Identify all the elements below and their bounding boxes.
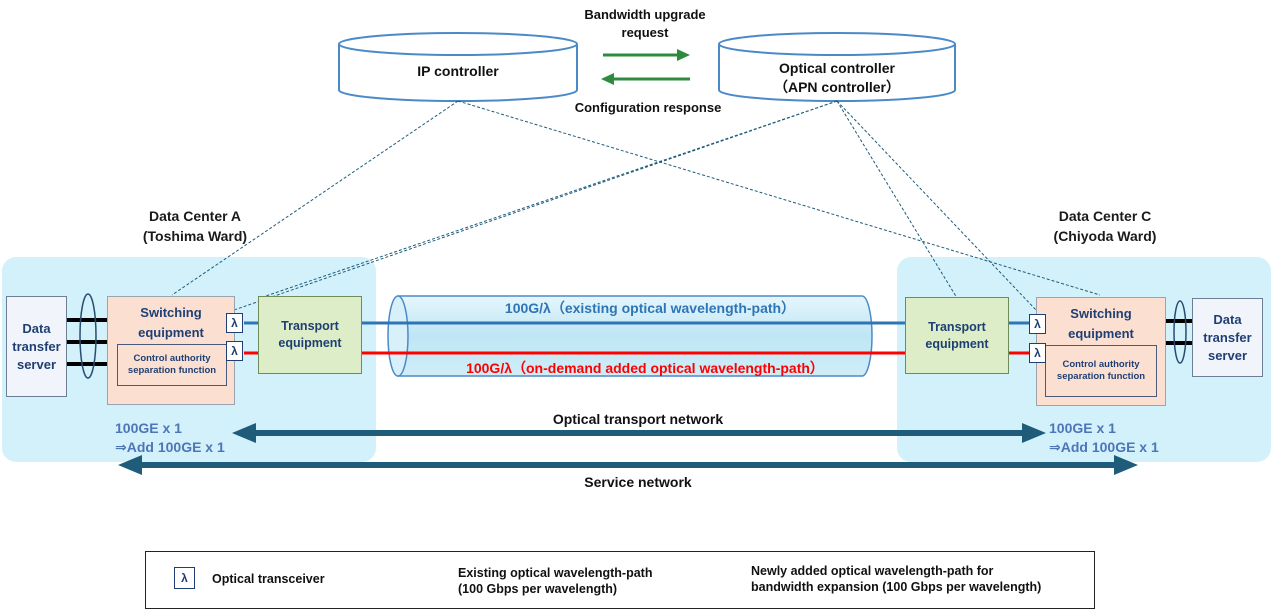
transport-a-line1: Transport: [281, 319, 339, 333]
data-transfer-server-a: Data transfer server: [6, 296, 67, 397]
optical-transceiver-c2: λ: [1029, 343, 1046, 363]
optical-controller-label: Optical controller （APN controller）: [719, 59, 955, 97]
optical-controller-subname: （APN controller）: [773, 79, 900, 95]
service-network-label: Service network: [584, 474, 692, 490]
legend: λ Optical transceiver Existing optical w…: [145, 551, 1095, 609]
switching-equipment-c-label: Switching equipment: [1037, 304, 1165, 344]
server-links-a: [66, 318, 108, 366]
optical-transport-network-label: Optical transport network: [552, 411, 724, 427]
legend-transceiver-icon: λ: [174, 567, 195, 589]
switching-equipment-c: Switching equipment Control authority se…: [1036, 297, 1166, 406]
request-arrow: [603, 49, 690, 61]
data-transfer-server-c: Data transfer server: [1192, 298, 1263, 377]
service-network-arrow: [118, 455, 1138, 475]
optical-transceiver-a2: λ: [226, 341, 243, 361]
control-c-line2: separation function: [1056, 371, 1146, 382]
capacity-note-c: 100GE x 1 ⇒Add 100GE x 1: [1049, 419, 1209, 457]
switching-equipment-a-label: Switching equipment: [108, 303, 234, 343]
response-label: Configuration response: [548, 99, 748, 117]
optical-controller-name: Optical controller: [779, 60, 895, 76]
control-authority-a: Control authority separation function: [117, 344, 227, 386]
switch-a-line1: Switching: [140, 305, 202, 320]
request-label: Bandwidth upgrade request: [560, 6, 730, 42]
added-path-label: 100G/λ（on-demand added optical wavelengt…: [466, 360, 824, 376]
data-center-a-ward: (Toshima Ward): [142, 228, 248, 244]
transport-c-line2: equipment: [925, 336, 989, 351]
legend-existing-label: Existing optical wavelength-path (100 Gb…: [458, 565, 698, 597]
legend-new-line2: bandwidth expansion (100 Gbps per wavele…: [751, 580, 1042, 594]
ip-controller-text: IP controller: [417, 63, 499, 79]
control-a-line2: separation function: [127, 365, 217, 376]
capacity-c-line2: ⇒Add 100GE x 1: [1049, 439, 1159, 455]
optical-network-arrow: [232, 423, 1046, 443]
data-center-c-label: Data Center C (Chiyoda Ward): [1020, 206, 1190, 246]
link-bundle-a: [79, 293, 97, 379]
response-label-text: Configuration response: [574, 100, 722, 115]
server-links-c: [1166, 319, 1192, 345]
control-links: [171, 100, 1101, 311]
server-c-line3: server: [1207, 347, 1248, 363]
capacity-a-line1: 100GE x 1: [115, 420, 182, 436]
capacity-note-a: 100GE x 1 ⇒Add 100GE x 1: [115, 419, 275, 457]
control-a-line1: Control authority: [133, 353, 211, 364]
server-c-line1: Data: [1213, 311, 1242, 327]
legend-transceiver-label: Optical transceiver: [212, 572, 325, 586]
optical-transceiver-a1: λ: [226, 313, 243, 333]
optical-controller-cylinder: [718, 32, 956, 102]
switching-equipment-a: Switching equipment Control authority se…: [107, 296, 235, 405]
transport-equipment-c: Transport equipment: [905, 297, 1009, 374]
server-c-line2: transfer: [1203, 329, 1252, 345]
existing-path-label: 100G/λ（existing optical wavelength-path）: [504, 300, 796, 316]
capacity-a-line2: ⇒Add 100GE x 1: [115, 439, 225, 455]
data-center-c-name: Data Center C: [1058, 208, 1152, 224]
data-center-a-name: Data Center A: [148, 208, 242, 224]
control-c-line1: Control authority: [1062, 359, 1140, 370]
ip-controller-cylinder: [338, 32, 578, 102]
legend-existing-line1: Existing optical wavelength-path: [458, 566, 653, 580]
ip-controller-label: IP controller: [339, 62, 577, 81]
legend-existing-line2: (100 Gbps per wavelength): [458, 582, 618, 596]
link-bundle-c: [1173, 300, 1187, 364]
data-center-a-label: Data Center A (Toshima Ward): [110, 206, 280, 246]
capacity-c-line1: 100GE x 1: [1049, 420, 1116, 436]
legend-new-label: Newly added optical wavelength-path for …: [751, 563, 1091, 595]
response-arrow: [601, 73, 690, 85]
server-a-line1: Data: [22, 320, 51, 336]
optical-transceiver-c1: λ: [1029, 314, 1046, 334]
switch-c-line2: equipment: [1068, 326, 1134, 341]
transport-a-line2: equipment: [278, 336, 342, 350]
wavelength-tube: [387, 295, 873, 377]
legend-new-line1: Newly added optical wavelength-path for: [751, 564, 994, 578]
server-a-line2: transfer: [12, 338, 61, 354]
transport-c-line1: Transport: [928, 319, 986, 334]
switch-c-line1: Switching: [1070, 306, 1132, 321]
request-label-line2: request: [621, 25, 669, 40]
request-label-line1: Bandwidth upgrade: [584, 7, 706, 22]
transport-equipment-a: Transport equipment: [258, 296, 362, 374]
data-center-c-ward: (Chiyoda Ward): [1053, 228, 1157, 244]
control-authority-c: Control authority separation function: [1045, 345, 1157, 397]
switch-a-line2: equipment: [138, 325, 204, 340]
server-a-line3: server: [16, 356, 57, 372]
